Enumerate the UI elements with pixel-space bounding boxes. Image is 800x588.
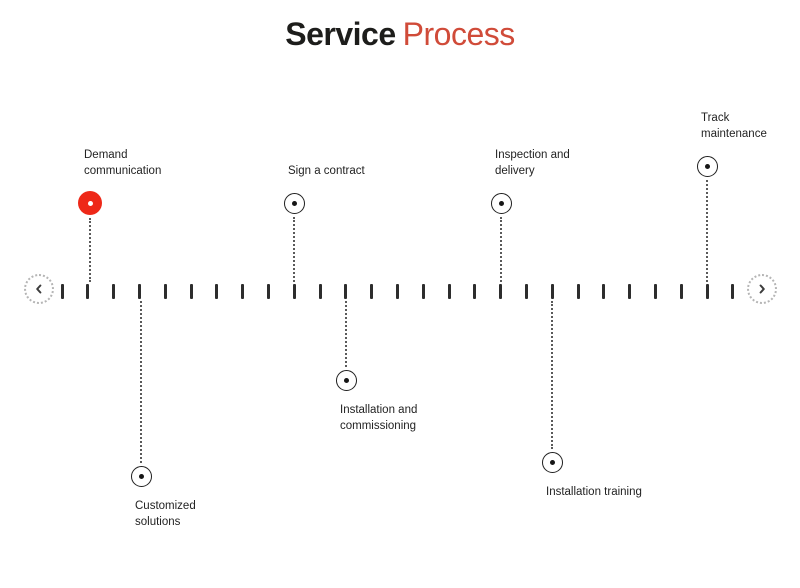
timeline-tick [421, 284, 425, 299]
timeline-tick [395, 284, 399, 299]
timeline-tick [473, 284, 477, 299]
timeline-tick [241, 284, 245, 299]
title-primary: Service [285, 16, 396, 52]
timeline-tick [60, 284, 64, 299]
timeline-tick [137, 284, 141, 299]
timeline-tick [86, 284, 90, 299]
milestone-label-line: Installation training [546, 486, 642, 498]
node-center-dot [87, 200, 93, 206]
milestone-label-line: Track [701, 112, 730, 124]
milestone-label-track-maintenance: Track maintenance [701, 110, 767, 142]
node-center-dot [549, 459, 555, 465]
timeline-tick [266, 284, 270, 299]
milestone-node-installation-training [541, 451, 563, 473]
milestone-label-sign-a-contract: Sign a contract [288, 163, 365, 179]
milestone-label-demand-communication: Demand communication [84, 147, 161, 179]
milestone-label-installation-commissioning: Installation and commissioning [340, 402, 417, 434]
milestone-label-line: Inspection and [495, 149, 570, 161]
milestone-label-customized-solutions: Customized solutions [135, 498, 196, 530]
milestone-node-track-maintenance [696, 155, 718, 177]
milestone-label-line: Customized [135, 500, 196, 512]
node-center-dot [343, 377, 349, 383]
timeline-tick [628, 284, 632, 299]
timeline-tick [679, 284, 683, 299]
milestone-label-line: Demand [84, 149, 128, 161]
milestone-label-line: communication [84, 165, 162, 177]
chevron-right-icon [756, 283, 768, 295]
milestone-label-line: delivery [495, 165, 535, 177]
chevron-left-icon [33, 283, 45, 295]
timeline-tick [370, 284, 374, 299]
timeline-tick [550, 284, 554, 299]
node-center-dot [704, 163, 710, 169]
milestone-node-customized-solutions [130, 465, 152, 487]
milestone-node-sign-a-contract [283, 192, 305, 214]
timeline-tick [112, 284, 116, 299]
dotted-connector-demand-communication [89, 218, 91, 282]
dotted-connector-installation-commissioning [345, 301, 347, 367]
timeline-prev-button[interactable] [24, 274, 54, 304]
milestone-label-line: Installation and [340, 404, 418, 416]
timeline-tick [524, 284, 528, 299]
milestone-label-line: commissioning [340, 420, 417, 432]
dotted-connector-inspection-delivery [500, 216, 502, 282]
milestone-label-inspection-delivery: Inspection and delivery [495, 147, 570, 179]
node-center-dot [291, 200, 297, 206]
milestone-node-inspection-delivery [490, 192, 512, 214]
timeline-tick [602, 284, 606, 299]
dotted-connector-track-maintenance [706, 179, 708, 282]
dotted-connector-sign-a-contract [293, 216, 295, 282]
node-center-dot [138, 473, 144, 479]
milestone-node-installation-commissioning [335, 369, 357, 391]
timeline-tick [447, 284, 451, 299]
dotted-connector-customized-solutions [140, 301, 142, 463]
timeline-next-button[interactable] [747, 274, 777, 304]
timeline-tick [576, 284, 580, 299]
title-secondary: Process [402, 16, 516, 52]
node-center-dot [498, 200, 504, 206]
milestone-label-line: solutions [135, 516, 181, 528]
milestone-label-installation-training: Installation training [546, 484, 642, 500]
timeline-tick [318, 284, 322, 299]
milestone-label-line: maintenance [701, 128, 767, 140]
timeline-tick [705, 284, 709, 299]
dotted-connector-installation-training [551, 301, 553, 449]
timeline-tick [163, 284, 167, 299]
timeline-tick [731, 284, 735, 299]
timeline-tick [292, 284, 296, 299]
timeline-tick [653, 284, 657, 299]
timeline-tick [499, 284, 503, 299]
milestone-node-demand-communication [78, 191, 102, 215]
timeline-tick [189, 284, 193, 299]
milestone-label-line: Sign a contract [288, 165, 365, 177]
timeline-tick [344, 284, 348, 299]
timeline-tick [215, 284, 219, 299]
